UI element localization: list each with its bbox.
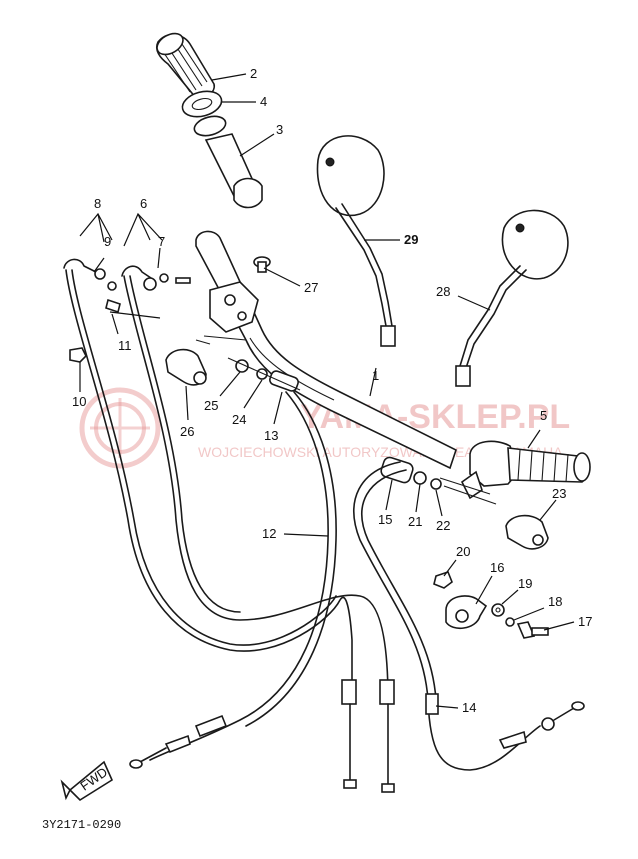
clutch-cable-end [63, 258, 121, 314]
callout-9: 9 [104, 234, 111, 249]
callout-14: 14 [462, 700, 476, 715]
handlebar [195, 230, 457, 470]
throttle-cable-fittings [227, 357, 301, 392]
right-switch-grip [460, 440, 591, 500]
callout-2: 2 [250, 66, 257, 81]
callout-22: 22 [436, 518, 450, 533]
callout-28: 28 [436, 284, 450, 299]
callout-3: 3 [276, 122, 283, 137]
callout-27: 27 [304, 280, 318, 295]
callout-13: 13 [264, 428, 278, 443]
left-lever-holder [203, 281, 259, 341]
callout-19: 19 [518, 576, 532, 591]
callout-17: 17 [578, 614, 592, 629]
callout-21: 21 [408, 514, 422, 529]
grip-ring [181, 90, 223, 118]
throttle-tube [204, 133, 263, 209]
callout-15: 15 [378, 512, 392, 527]
callout-29: 29 [404, 232, 418, 247]
nut-10 [69, 347, 87, 363]
grip-washer [193, 115, 227, 137]
callout-6: 6 [140, 196, 147, 211]
left-grip [155, 32, 216, 100]
callout-25: 25 [204, 398, 218, 413]
switch-23 [505, 514, 549, 550]
screw-27 [253, 256, 271, 273]
callout-23: 23 [552, 486, 566, 501]
callout-12: 12 [262, 526, 276, 541]
callout-4: 4 [260, 94, 267, 109]
mirror-28 [455, 209, 569, 387]
clutch-switch [380, 456, 497, 505]
callout-8: 8 [94, 196, 101, 211]
callout-7: 7 [158, 234, 165, 249]
leader-lines [79, 73, 575, 709]
document-code: 3Y2171-0290 [42, 818, 121, 832]
callout-5: 5 [540, 408, 547, 423]
fwd-arrow-icon: FWD [60, 760, 114, 802]
callout-16: 16 [490, 560, 504, 575]
callout-26: 26 [180, 424, 194, 439]
callout-11: 11 [118, 338, 132, 353]
callout-20: 20 [456, 544, 470, 559]
callout-18: 18 [548, 594, 562, 609]
cables [65, 269, 585, 793]
choke-cable-end [121, 265, 191, 291]
callout-10: 10 [72, 394, 86, 409]
cable-bracket [433, 571, 549, 639]
callout-24: 24 [232, 412, 246, 427]
mirror-29 [316, 135, 396, 347]
callout-1: 1 [372, 368, 379, 383]
callout-labels: 2 4 3 8 6 9 7 29 28 27 11 1 5 10 25 24 1… [72, 66, 592, 715]
switch-26 [165, 339, 211, 386]
